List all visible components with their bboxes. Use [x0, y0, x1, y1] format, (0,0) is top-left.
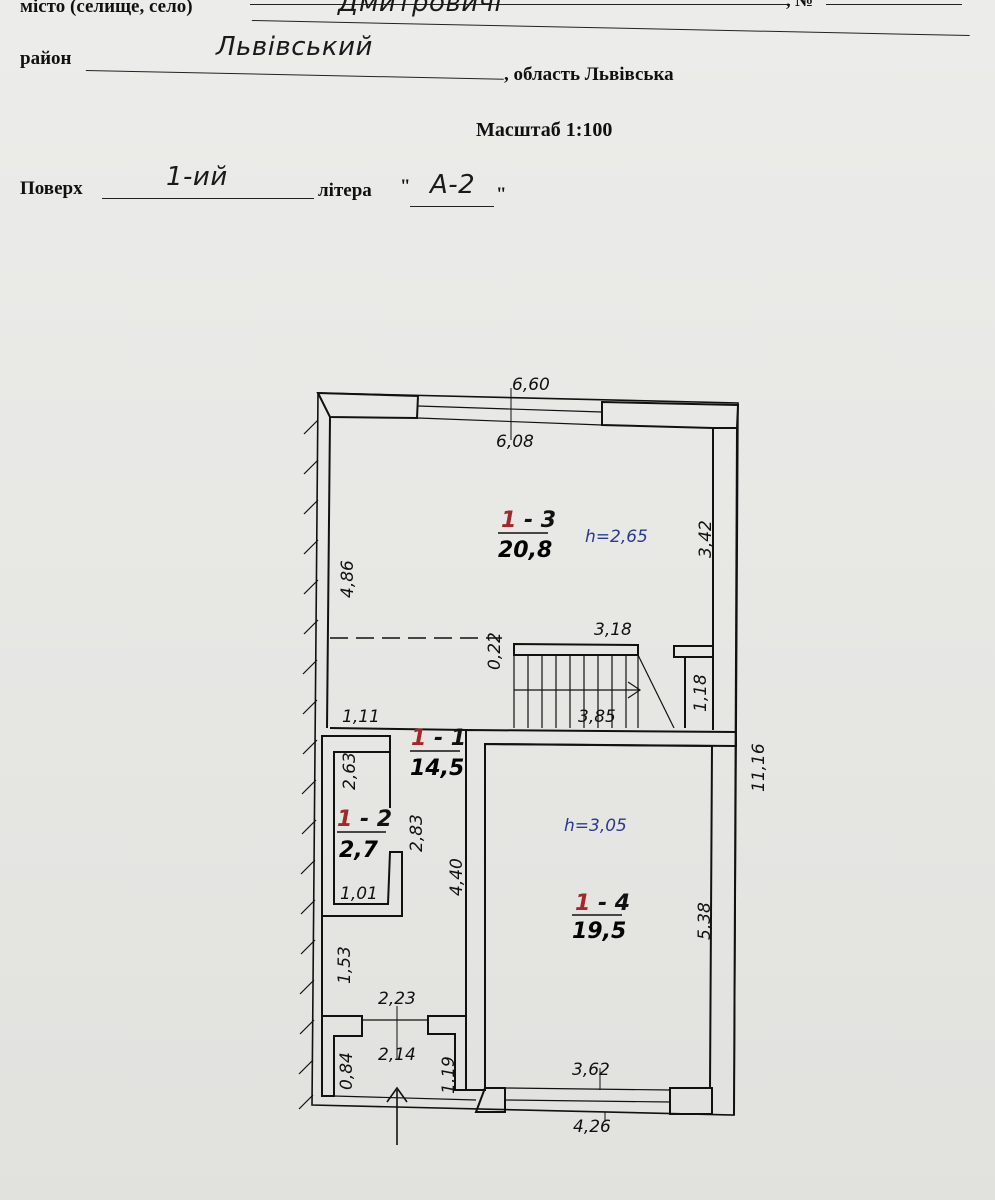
dim-entry-left: 1,53 — [335, 946, 355, 984]
top-edge-line-right — [826, 0, 962, 5]
dim-top-outer: 6,60 — [512, 375, 550, 395]
dim-r14-right: 5,38 — [695, 902, 715, 940]
district-value: Львівський — [216, 32, 373, 62]
staircase — [513, 654, 675, 729]
dim-stair-gap: 0,22 — [485, 632, 505, 670]
letter-quote-close: " — [496, 184, 507, 205]
room-1-1-id: 1 - 1 — [411, 726, 466, 751]
dim-porch-left: 0,84 — [337, 1052, 357, 1090]
letter-value: А-2 — [430, 170, 476, 200]
dim-stair-top: 3,18 — [594, 620, 632, 640]
scale-text: Масштаб 1:100 — [476, 119, 613, 141]
top-wall-right — [601, 400, 740, 429]
dim-corridor-len: 4,40 — [447, 858, 467, 896]
room-1-4-id: 1 - 4 — [575, 891, 630, 916]
dim-r12-bottom: 1,01 — [340, 884, 378, 904]
window-top — [417, 405, 603, 413]
dim-stair-side: 1,18 — [691, 674, 711, 712]
room-1-2-id: 1 - 2 — [337, 807, 392, 832]
outer-boundary — [311, 392, 739, 1116]
letter-label: літера — [318, 180, 372, 201]
room-1-1-area: 14,5 — [410, 756, 464, 781]
room-1-3-id: 1 - 3 — [501, 508, 556, 533]
top-edge-line — [250, 0, 790, 5]
floor-label: Поверх — [20, 178, 83, 199]
letter-quote-open: " — [400, 176, 411, 197]
top-wall-left — [316, 391, 420, 420]
dim-r14-inner: 3,62 — [572, 1060, 610, 1080]
room-1-2-area: 2,7 — [339, 838, 379, 863]
dim-porch-right: 1,19 — [439, 1056, 459, 1094]
dim-r13-right: 3,42 — [696, 520, 716, 558]
dim-entry-bottom: 2,14 — [378, 1045, 416, 1065]
top-edge-text: , № — [786, 0, 814, 10]
city-value: Дмитровичі — [338, 0, 503, 18]
height-room-1-3: h=2,65 — [585, 527, 648, 547]
height-room-1-4: h=3,05 — [564, 816, 627, 836]
floor-value: 1-ий — [166, 162, 228, 192]
dim-bottom-outer: 4,26 — [573, 1117, 611, 1137]
dim-top-inner: 6,08 — [496, 432, 534, 452]
closet-walls — [321, 735, 403, 917]
dim-corridor-w: 1,11 — [342, 707, 380, 727]
wall-hatching — [298, 419, 319, 1110]
dim-r12-right: 2,83 — [407, 814, 427, 852]
dim-r13-left: 4,86 — [338, 560, 358, 598]
floor-underline — [102, 182, 314, 199]
letter-underline — [410, 190, 494, 207]
room-1-3-area: 20,8 — [498, 538, 552, 563]
district-label: район — [20, 48, 72, 69]
dim-entry-top: 2,23 — [378, 989, 416, 1009]
dim-stair-len: 3,85 — [578, 707, 616, 727]
dim-right-outer: 11,16 — [749, 743, 769, 792]
city-label: місто (селище, село) — [20, 0, 193, 17]
region-text: , область Львівська — [504, 64, 674, 85]
dim-r12-left: 2,63 — [340, 752, 360, 790]
room-1-4-area: 19,5 — [572, 919, 626, 944]
